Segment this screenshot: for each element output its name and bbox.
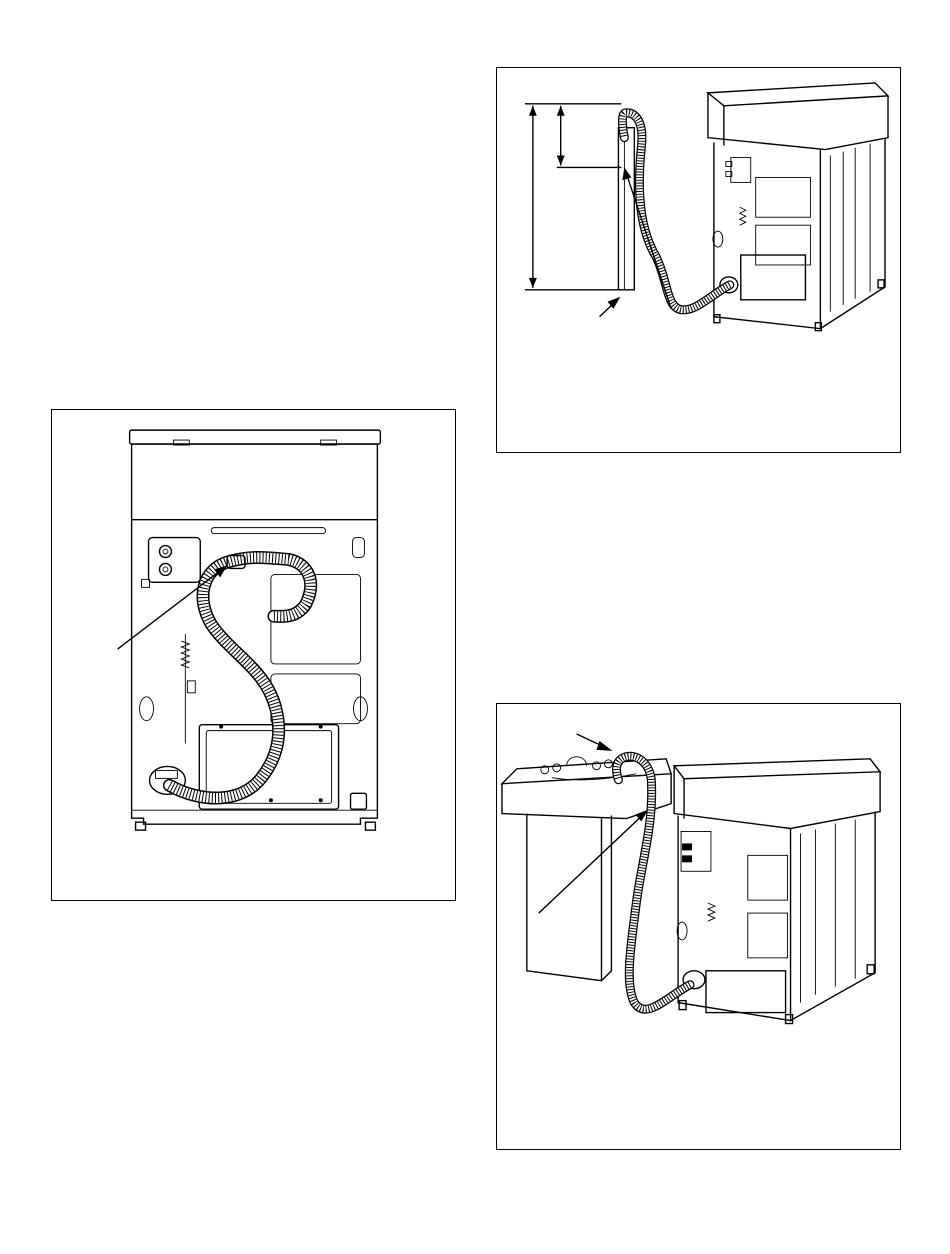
callout-arrow-standpipe [600, 297, 621, 317]
washer-back-view-illustration [52, 410, 455, 900]
standpipe [618, 128, 634, 290]
drain-hose [617, 756, 691, 1009]
laundry-tub-drain-illustration [497, 704, 900, 1149]
laundry-tub-drain-figure [496, 703, 901, 1150]
standpipe-drain-figure [496, 67, 901, 453]
height-dimension [525, 104, 621, 290]
washer-three-quarter-view [674, 759, 880, 1024]
callout-arrow-hose-end [577, 734, 613, 751]
standpipe-drain-illustration [497, 68, 900, 452]
washer-three-quarter-view [708, 83, 888, 331]
washer-back-view-figure [51, 409, 456, 901]
callout-arrow-hose-strap [539, 810, 648, 913]
drain-hose [169, 555, 310, 798]
